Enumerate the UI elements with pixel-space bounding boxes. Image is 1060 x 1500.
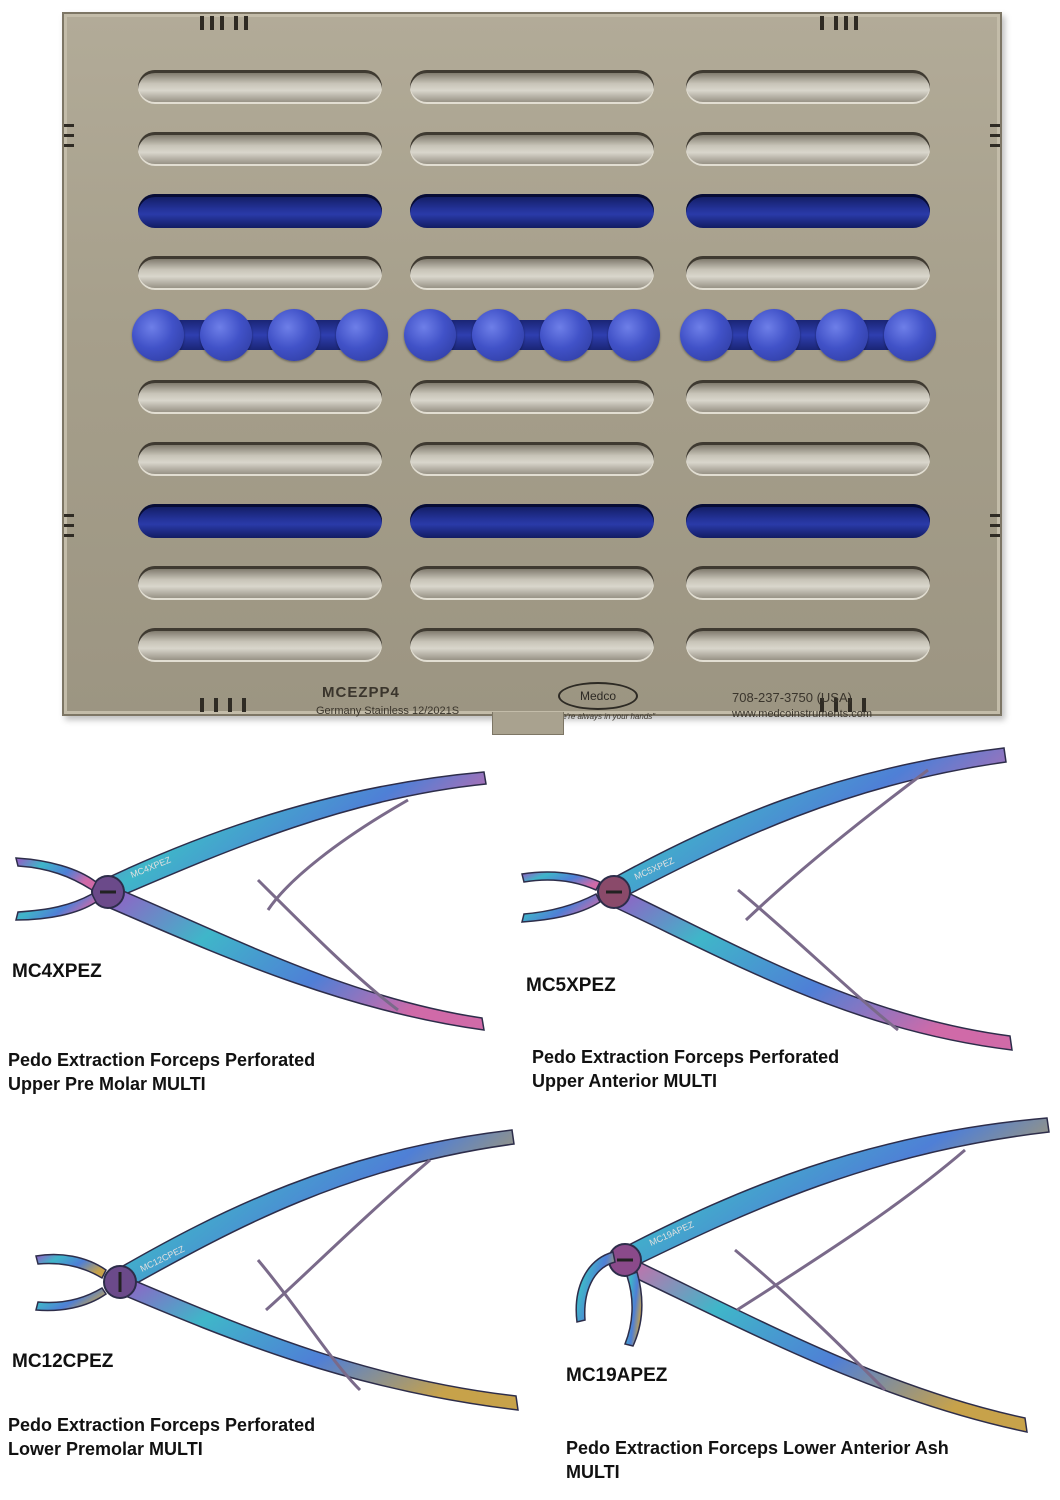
vent-slot: [64, 134, 74, 137]
tray-material-stamp: Germany Stainless 12/2021S: [316, 705, 460, 717]
medco-logo: Medco: [558, 682, 638, 710]
silicone-peg: [816, 309, 868, 361]
silicone-slot: [138, 194, 382, 228]
vent-slot: [244, 16, 248, 30]
tray-slot: [410, 132, 654, 166]
tray-slot: [686, 628, 930, 662]
vent-slot: [64, 124, 74, 127]
tray-slot: [686, 442, 930, 476]
tray-slot: [138, 70, 382, 104]
tray-slot: [686, 256, 930, 290]
tray-slot: [138, 256, 382, 290]
silicone-slot: [410, 194, 654, 228]
vent-slot: [210, 16, 214, 30]
tray-slot: [686, 380, 930, 414]
silicone-peg: [884, 309, 936, 361]
tray-slot: [410, 256, 654, 290]
silicone-peg: [680, 309, 732, 361]
tray-slot: [138, 628, 382, 662]
vent-slot: [862, 698, 866, 712]
product-name-mc4xpez: Pedo Extraction Forceps Perforated Upper…: [8, 1048, 315, 1096]
vent-slot: [990, 524, 1000, 527]
silicone-peg: [540, 309, 592, 361]
tray-slot: [138, 566, 382, 600]
vent-slot: [64, 534, 74, 537]
product-code-mc5xpez: MC5XPEZ: [526, 975, 616, 996]
forceps-image-mc4xpez: MC4XPEZ: [15, 771, 487, 1031]
product-name-line2: Upper Pre Molar MULTI: [8, 1074, 206, 1094]
vent-slot: [820, 698, 824, 712]
vent-slot: [200, 16, 204, 30]
vent-slot: [220, 16, 224, 30]
product-name-line1: Pedo Extraction Forceps Lower Anterior A…: [566, 1438, 949, 1458]
vent-slot: [834, 16, 838, 30]
tray-website: www.medcoinstruments.com: [732, 708, 872, 720]
vent-slot: [228, 698, 232, 712]
tray-slot: [410, 70, 654, 104]
tray-slot: [410, 380, 654, 414]
vent-slot: [242, 698, 246, 712]
tray-latch: [492, 712, 564, 735]
product-name-line1: Pedo Extraction Forceps Perforated: [8, 1415, 316, 1435]
vent-slot: [990, 124, 1000, 127]
forceps-image-mc5xpez: MC5XPEZ: [521, 747, 1013, 1051]
vent-slot: [990, 144, 1000, 147]
vent-slot: [64, 144, 74, 147]
vent-slot: [64, 524, 74, 527]
silicone-slot: [138, 504, 382, 538]
vent-slot: [200, 698, 204, 712]
silicone-slot: [410, 504, 654, 538]
tray-model-number: MCEZPP4: [322, 684, 400, 701]
product-code-mc4xpez: MC4XPEZ: [12, 961, 102, 982]
tray-phone: 708-237-3750 (USA): [732, 690, 852, 705]
vent-slot: [990, 534, 1000, 537]
product-name-line2: Upper Anterior MULTI: [532, 1071, 717, 1091]
vent-slot: [834, 698, 838, 712]
logo-tagline: "We're always in your hands": [552, 712, 656, 721]
vent-slot: [64, 514, 74, 517]
tray-slot: [686, 132, 930, 166]
silicone-peg: [748, 309, 800, 361]
tray-slot: [410, 566, 654, 600]
vent-slot: [234, 16, 238, 30]
forceps-image-mc12cpez: MC12CPEZ: [35, 1129, 519, 1411]
product-name-line2: Lower Premolar MULTI: [8, 1439, 203, 1459]
product-name-mc12cpez: Pedo Extraction Forceps Perforated Lower…: [8, 1413, 315, 1461]
tray-slot: [138, 380, 382, 414]
tray-slot: [410, 442, 654, 476]
vent-slot: [820, 16, 824, 30]
vent-slot: [990, 514, 1000, 517]
tray-slot: [686, 566, 930, 600]
tray-slot: [138, 132, 382, 166]
product-name-line1: Pedo Extraction Forceps Perforated: [532, 1047, 840, 1067]
vent-slot: [844, 16, 848, 30]
silicone-peg: [200, 309, 252, 361]
product-code-mc19apez: MC19APEZ: [566, 1365, 668, 1386]
silicone-peg: [608, 309, 660, 361]
silicone-peg: [472, 309, 524, 361]
product-name-mc19apez: Pedo Extraction Forceps Lower Anterior A…: [566, 1436, 949, 1484]
product-name-mc5xpez: Pedo Extraction Forceps Perforated Upper…: [532, 1045, 839, 1093]
tray-slot: [686, 70, 930, 104]
silicone-peg: [132, 309, 184, 361]
vent-slot: [848, 698, 852, 712]
vent-slot: [214, 698, 218, 712]
tray-slot: [138, 442, 382, 476]
tray-slot: [410, 628, 654, 662]
silicone-peg: [336, 309, 388, 361]
product-name-line2: MULTI: [566, 1462, 620, 1482]
forceps-image-mc19apez: MC19APEZ: [575, 1117, 1050, 1433]
vent-slot: [854, 16, 858, 30]
instrument-tray: MCEZPP4 Germany Stainless 12/2021S Medco…: [62, 12, 1002, 721]
product-code-mc12cpez: MC12CPEZ: [12, 1351, 114, 1372]
silicone-peg: [404, 309, 456, 361]
silicone-slot: [686, 504, 930, 538]
logo-text: Medco: [579, 689, 617, 703]
product-name-line1: Pedo Extraction Forceps Perforated: [8, 1050, 316, 1070]
silicone-slot: [686, 194, 930, 228]
silicone-peg: [268, 309, 320, 361]
vent-slot: [990, 134, 1000, 137]
